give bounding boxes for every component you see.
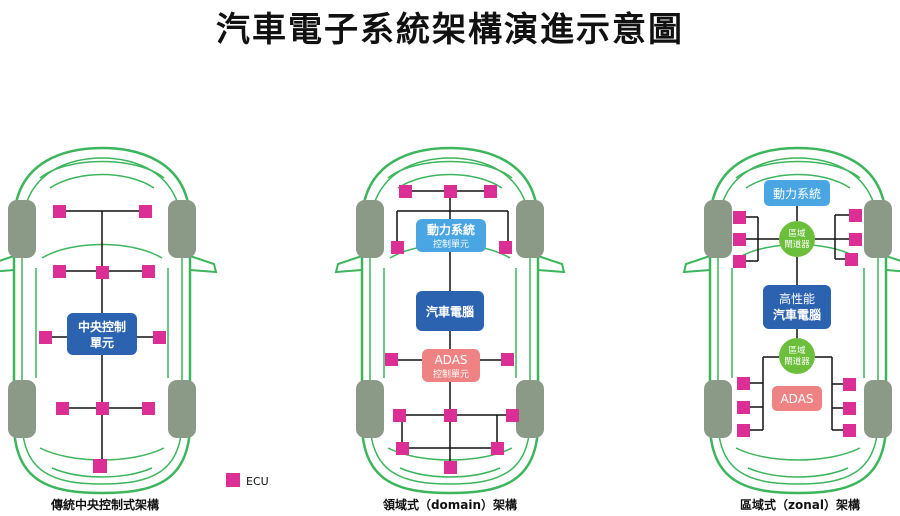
ecu-node: [501, 353, 514, 366]
vehicle-computer: 汽車電腦: [416, 291, 484, 331]
powertrain-line2: 控制單元: [433, 238, 469, 250]
ecu-node: [53, 265, 66, 278]
ecu-node: [733, 233, 746, 246]
central-architecture: 中央控制 單元: [0, 146, 218, 495]
powertrain-unit: 動力系統: [764, 180, 830, 206]
ecu-group-1: [39, 205, 166, 473]
adas-unit: ADAS: [772, 386, 822, 411]
zonal-adas-line1: ADAS: [780, 392, 813, 406]
zonal-powertrain-line1: 動力系統: [773, 187, 821, 201]
ecu-node: [733, 211, 746, 224]
ecu-node: [444, 409, 457, 422]
central-unit-line2: 單元: [90, 336, 114, 350]
caption-zonal: 區域式（zonal）架構: [740, 498, 860, 512]
ecu-node: [444, 461, 457, 474]
caption-domain: 領域式（domain）架構: [382, 498, 518, 512]
ecu-node: [733, 255, 746, 268]
ecu-node: [391, 241, 404, 254]
ecu-node: [393, 409, 406, 422]
caption-central: 傳統中央控制式架構: [50, 498, 160, 512]
ecu-group-3: [733, 209, 862, 437]
ecu-node: [142, 402, 155, 415]
hpc-line2: 汽車電腦: [773, 307, 821, 322]
ecu-node: [96, 266, 109, 279]
ecu-node: [737, 424, 750, 437]
ecu-node: [396, 442, 409, 455]
zone-gateway-front: 區域 閘道器: [779, 221, 815, 257]
high-performance-computer: 高性能 汽車電腦: [763, 285, 831, 329]
zonal-architecture: 動力系統 區域 閘道器 高性能 汽車電腦 區域 閘道器 ADAS: [682, 146, 900, 495]
powertrain-control-unit: 動力系統 控制單元: [416, 219, 486, 252]
zone-gateway-rear: 區域 閘道器: [779, 338, 815, 374]
ecu-node: [737, 401, 750, 414]
ecu-group-2: [385, 185, 519, 474]
ecu-node: [491, 442, 504, 455]
ecu-node: [399, 185, 412, 198]
page-title: 汽車電子系統架構演進示意圖: [216, 10, 684, 50]
ecu-legend-label: ECU: [246, 475, 269, 488]
ecu-node: [506, 409, 519, 422]
adas-line1: ADAS: [434, 353, 467, 367]
ecu-legend-swatch: [226, 473, 240, 487]
ecu-node: [139, 205, 152, 218]
gateway-front-line1: 區域: [788, 228, 806, 239]
domain-architecture: 動力系統 控制單元 汽車電腦 ADAS 控制單元: [334, 146, 566, 495]
ecu-node: [845, 253, 858, 266]
ecu-node: [39, 331, 52, 344]
ecu-node: [849, 233, 862, 246]
ecu-node: [484, 185, 497, 198]
ecu-node: [737, 377, 750, 390]
ecu-node: [843, 424, 856, 437]
gateway-front-line2: 閘道器: [784, 239, 810, 250]
ecu-node: [96, 402, 109, 415]
legend: ECU: [226, 473, 269, 488]
central-control-unit: 中央控制 單元: [67, 313, 137, 355]
ecu-node: [93, 459, 107, 473]
adas-control-unit: ADAS 控制單元: [422, 349, 480, 382]
powertrain-line1: 動力系統: [427, 222, 475, 237]
computer-line1: 汽車電腦: [426, 304, 474, 319]
ecu-node: [499, 241, 512, 254]
ecu-node: [385, 353, 398, 366]
ecu-node: [444, 185, 457, 198]
ecu-node: [843, 402, 856, 415]
ecu-node: [153, 331, 166, 344]
gateway-rear-line1: 區域: [788, 345, 806, 356]
ecu-node: [843, 378, 856, 391]
hpc-line1: 高性能: [779, 291, 815, 306]
ecu-node: [142, 265, 155, 278]
gateway-rear-line2: 閘道器: [784, 356, 810, 367]
ecu-node: [56, 402, 69, 415]
ecu-node: [53, 205, 66, 218]
central-unit-line1: 中央控制: [78, 319, 126, 334]
adas-line2: 控制單元: [433, 368, 469, 380]
ecu-node: [849, 209, 862, 222]
